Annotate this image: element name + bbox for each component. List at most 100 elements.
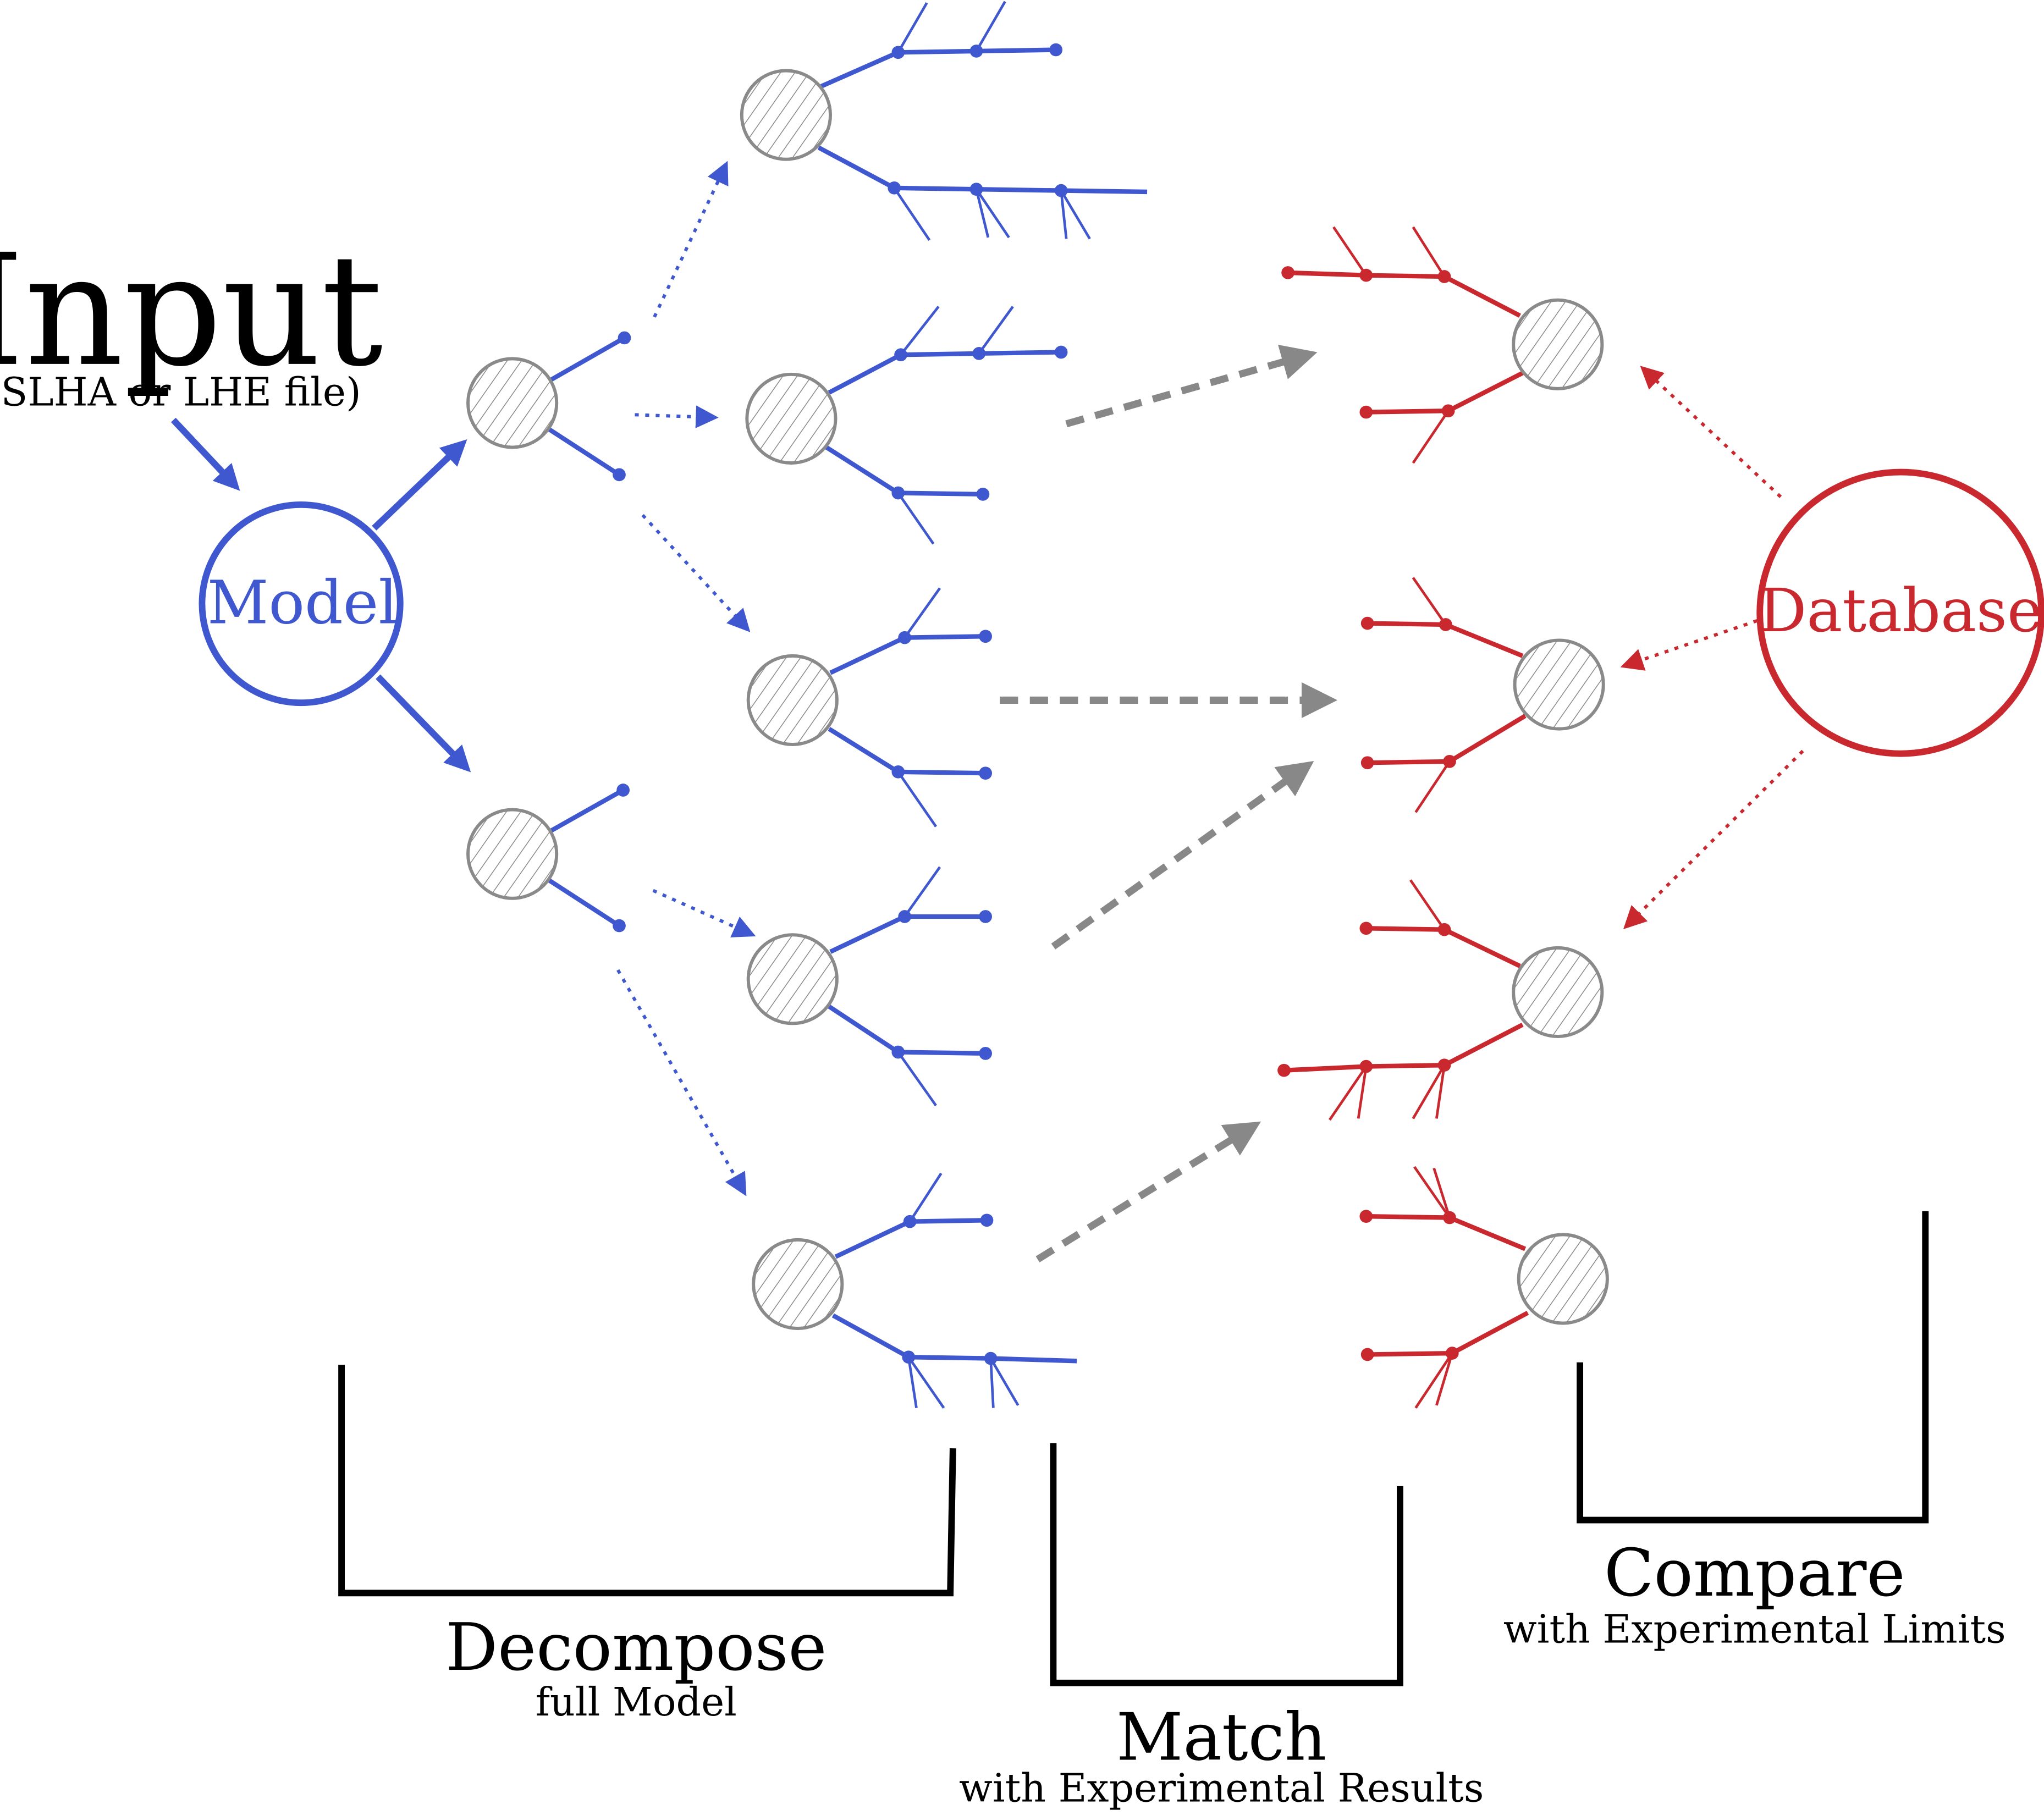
- model-topology: [746, 866, 992, 1107]
- topology-branch: [1367, 714, 1527, 765]
- vertex-dot: [1437, 1058, 1451, 1072]
- vertex-dot: [1054, 184, 1068, 197]
- vertex-dot: [894, 348, 907, 362]
- emitted-particle: [975, 189, 990, 238]
- final-state-dot: [979, 910, 992, 923]
- vertex-dot: [1359, 1060, 1373, 1073]
- final-state-dot: [979, 766, 992, 780]
- database-topology: [1281, 226, 1604, 464]
- final-state-dot: [1359, 405, 1373, 419]
- final-state-dot: [1360, 756, 1374, 770]
- vertex-dot: [891, 486, 905, 500]
- vertex-dot: [972, 347, 986, 360]
- final-state-dot: [979, 630, 992, 643]
- emitted-particle: [900, 306, 940, 356]
- vertex-dot: [891, 46, 905, 59]
- database-node: Database: [1756, 468, 2044, 757]
- vertex-dot: [1445, 1347, 1459, 1360]
- topology-branch: [1367, 1310, 1529, 1357]
- topology-branch: [828, 727, 986, 776]
- emitted-particle: [1060, 190, 1091, 240]
- compare-bracket: [1577, 1211, 1929, 1524]
- emitted-particle: [1433, 1167, 1451, 1218]
- model-node: Model: [199, 501, 404, 707]
- emitted-particle: [1435, 1353, 1454, 1406]
- emitted-particle: [989, 1358, 1020, 1406]
- match-subtitle: with Experimental Results: [959, 1766, 1484, 1811]
- database-label: Database: [1759, 576, 2043, 646]
- vertex-dot: [969, 183, 983, 196]
- topology-blob: [746, 933, 839, 1025]
- final-state-dot: [1360, 616, 1374, 630]
- input-arrow: [170, 417, 240, 491]
- decompose-subtitle: full Model: [536, 1679, 737, 1725]
- emitted-particle: [978, 306, 1014, 355]
- topology-blob: [1512, 298, 1604, 390]
- vertex-dot: [1359, 268, 1373, 282]
- topology-blob: [1512, 946, 1604, 1039]
- database-arrows: [1620, 366, 1804, 929]
- decomposition-arrows: [616, 161, 756, 1196]
- database-topology: [1359, 1166, 1609, 1409]
- emitted-particle: [1414, 760, 1451, 813]
- final-state-dot: [980, 1213, 994, 1227]
- topology-blob: [466, 357, 559, 449]
- emitted-particle: [1412, 1064, 1446, 1119]
- topology-blob: [1513, 638, 1605, 731]
- match-arrows: [1000, 345, 1338, 1262]
- topology-branch: [831, 1313, 1077, 1364]
- vertex-dot: [891, 1045, 905, 1059]
- model-to-upper-arrow: [372, 439, 467, 531]
- vertex-dot: [1437, 270, 1451, 283]
- model-topology: [740, 1, 1148, 241]
- emitted-particle: [1409, 879, 1446, 931]
- decompose-bracket: [338, 1365, 956, 1597]
- compare-title: Compare: [1604, 1535, 1905, 1611]
- emitted-particle: [897, 771, 937, 827]
- final-state-dot: [1359, 1210, 1373, 1223]
- emitted-particle: [897, 1051, 937, 1107]
- vertex-dot: [984, 1351, 998, 1365]
- emitted-particle: [989, 1358, 995, 1408]
- emitted-particle: [1413, 1166, 1451, 1218]
- model-topology: [752, 1172, 1077, 1409]
- topology-branch: [817, 145, 1148, 195]
- emitted-particle: [897, 492, 935, 545]
- model-topology: [746, 587, 992, 827]
- emitted-particle: [897, 2, 928, 53]
- emitted-particle: [1328, 1066, 1368, 1121]
- compare-subtitle: with Experimental Limits: [1503, 1606, 2006, 1652]
- database-topology: [1277, 879, 1604, 1121]
- vertex-dot: [969, 45, 983, 58]
- topology-blob: [745, 372, 838, 465]
- emitted-particle: [908, 1172, 943, 1222]
- topology-branch: [1287, 270, 1521, 318]
- emitted-particle: [903, 587, 941, 639]
- input-subtitle: (SLHA or LHE file): [0, 369, 361, 415]
- model-topology: [745, 306, 1068, 545]
- topology-blob: [746, 654, 839, 747]
- emitted-particle: [893, 187, 931, 241]
- database-topologies: [1277, 226, 1609, 1409]
- topology-branch: [820, 47, 1056, 89]
- vertex-dot: [891, 765, 905, 779]
- first-level-topology: [466, 784, 630, 933]
- final-state-dot: [1049, 43, 1062, 57]
- vertex-dot: [898, 631, 912, 644]
- emitted-particle: [903, 866, 941, 918]
- vertex-dot: [1439, 618, 1452, 631]
- vertex-dot: [903, 1215, 917, 1228]
- topology-blob: [740, 69, 832, 161]
- emitted-particle: [975, 188, 1010, 239]
- final-state-dot: [1359, 922, 1373, 935]
- emitted-particle: [907, 1356, 918, 1409]
- match-title: Match: [1116, 1700, 1326, 1775]
- emitted-particle: [1412, 226, 1446, 278]
- first-level-topology: [466, 331, 631, 482]
- topology-branch: [825, 445, 983, 497]
- topology-branch: [1283, 1023, 1524, 1073]
- emitted-particle: [1060, 190, 1068, 239]
- emitted-particle: [907, 1356, 945, 1409]
